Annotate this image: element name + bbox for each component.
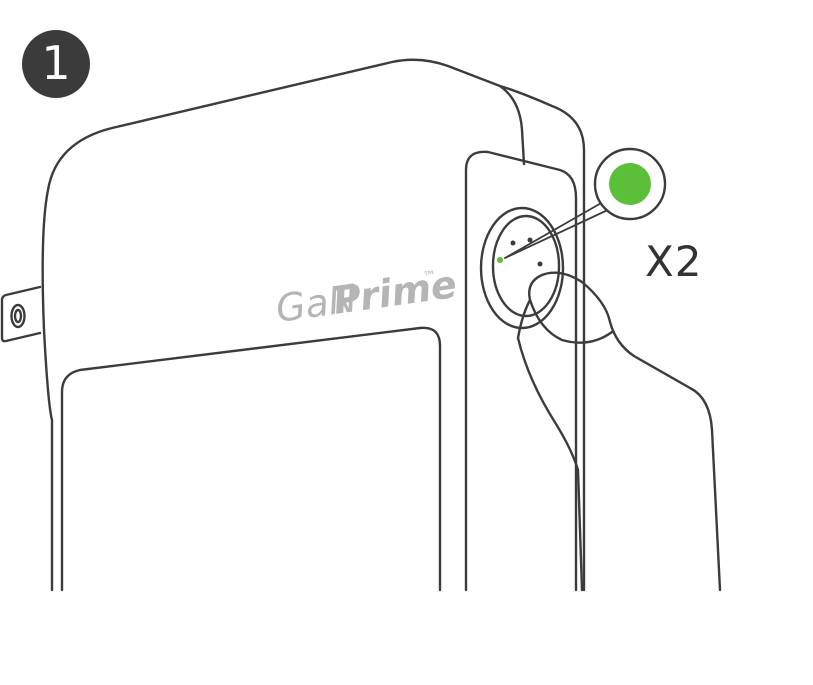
charger-body-outline (41, 58, 586, 592)
step-number: 1 (41, 36, 71, 90)
side-panel-seam (498, 84, 526, 166)
step-number-badge: 1 (22, 30, 90, 98)
plug-prong-icon (0, 285, 42, 343)
power-button-icon (479, 206, 565, 330)
small-led-icon (497, 257, 503, 263)
trademark-symbol: ™ (422, 269, 437, 286)
brand-logo: GaN Prime ™ (273, 262, 459, 331)
green-led-indicator-icon (593, 147, 667, 221)
callout-pointer (504, 197, 613, 259)
brand-bold-text: Prime (331, 262, 460, 323)
press-count-label: X2 (645, 237, 703, 286)
front-panel-outline (60, 326, 442, 592)
finger-pressing-icon (516, 271, 722, 592)
end-face-outline (464, 150, 578, 592)
